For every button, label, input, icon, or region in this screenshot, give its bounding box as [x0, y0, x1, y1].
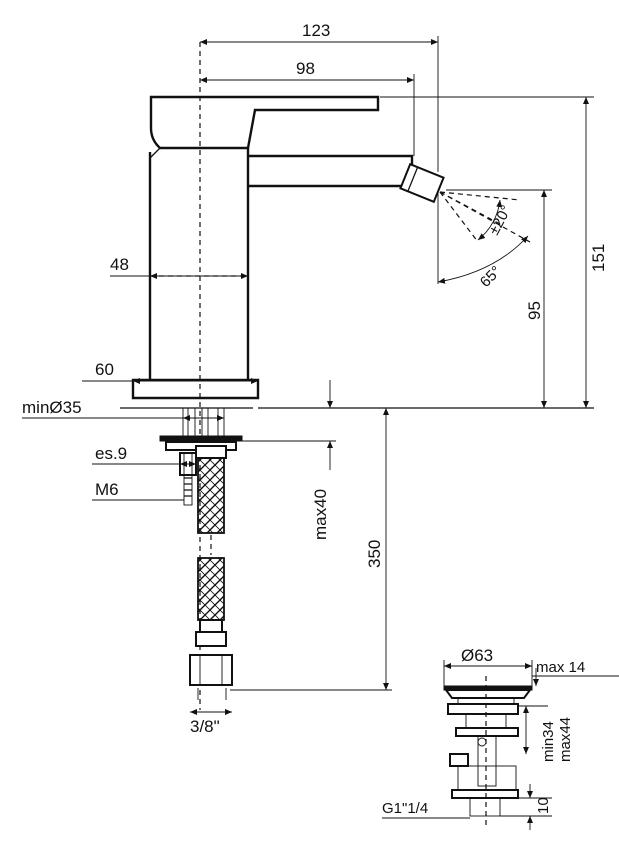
dim-swivel-angle: 65°	[477, 263, 505, 291]
dim-min-hole: minØ35	[22, 398, 82, 417]
dim-hose-thread: 3/8"	[190, 717, 220, 736]
dim-stud-thread: M6	[95, 480, 119, 499]
waste-thread: G1"1/4	[382, 800, 428, 817]
waste-max-protrusion: max 14	[536, 659, 585, 676]
waste-assembly: Ø63 max 14 min34 max44 G1"1/4 10	[382, 646, 619, 830]
dim-max-deck: max40	[311, 489, 330, 540]
dim-body-width: 48	[110, 255, 129, 274]
waste-max-deck: max44	[557, 717, 574, 762]
dim-base-width: 60	[95, 360, 114, 379]
dim-hose-length: 350	[365, 540, 384, 568]
dim-wrench-size: es.9	[95, 444, 127, 463]
waste-min-deck: min34	[540, 721, 557, 762]
dim-spout-reach: 98	[296, 59, 315, 78]
waste-cap-diameter: Ø63	[461, 646, 493, 665]
dim-jet-angle: ±20°	[486, 203, 516, 238]
waste-offset: 10	[535, 797, 552, 814]
dim-overall-height: 151	[589, 244, 608, 272]
faucet-body	[120, 42, 445, 710]
dimension-lines: 123 98 48 60 minØ35 es.9 M6 max40 350	[22, 21, 608, 736]
flexible-hose	[189, 445, 233, 700]
dim-overall-reach: 123	[302, 21, 330, 40]
dim-outlet-height: 95	[525, 301, 544, 320]
